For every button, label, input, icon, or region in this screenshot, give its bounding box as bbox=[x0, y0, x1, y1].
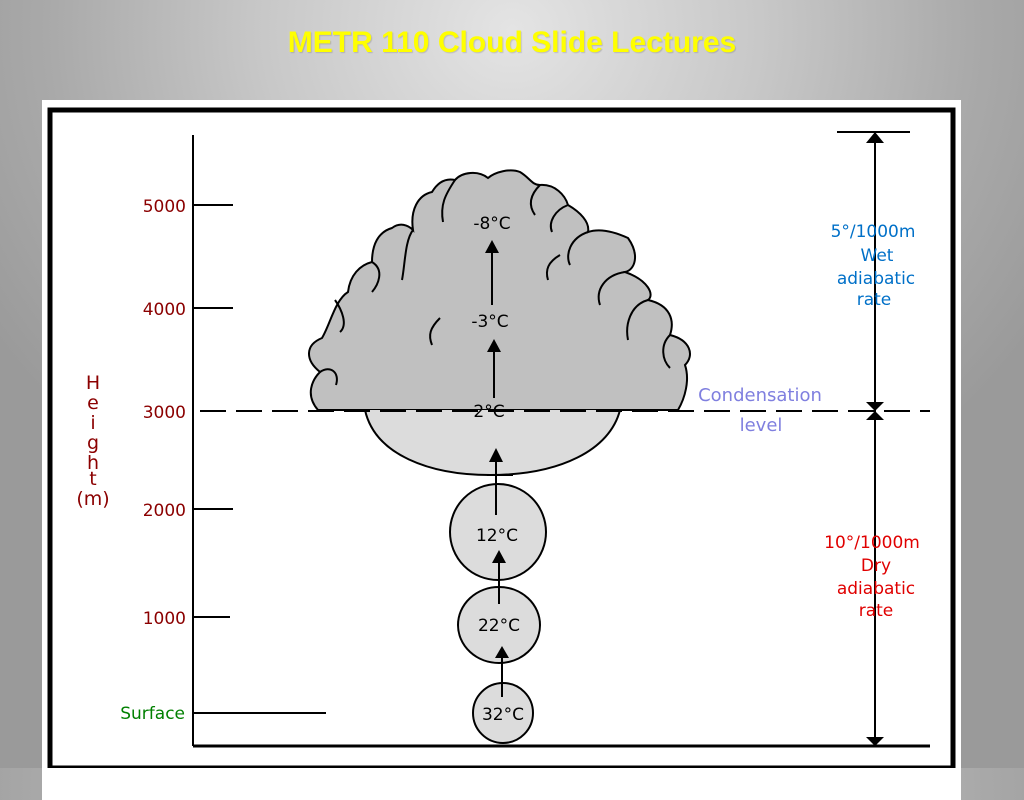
axis-title-letter: g bbox=[87, 432, 99, 454]
axis-title-letter: e bbox=[87, 392, 99, 414]
condensation-label-line1: Condensation bbox=[698, 385, 822, 406]
temp-label-32c: 32°C bbox=[482, 705, 524, 725]
ascent-arrows bbox=[485, 240, 513, 697]
axis-title-unit: (m) bbox=[76, 488, 109, 510]
tick-label-2000: 2000 bbox=[143, 501, 186, 521]
axis-title-letter: t bbox=[89, 468, 96, 490]
dry-rate-word: Dry bbox=[861, 556, 891, 576]
tick-label-surface: Surface bbox=[120, 704, 185, 724]
dry-rate-value: 10°/1000m bbox=[824, 533, 920, 553]
tick-label-4000: 4000 bbox=[143, 300, 186, 320]
temp-label-neg3c: -3°C bbox=[471, 312, 508, 332]
slide-title: METR 110 Cloud Slide Lectures bbox=[287, 26, 737, 59]
temp-label-12c: 12°C bbox=[476, 526, 518, 546]
axis-title-letter: h bbox=[87, 452, 99, 474]
rate-dimension-line bbox=[837, 131, 910, 746]
tick-label-1000: 1000 bbox=[143, 609, 186, 629]
wet-rate-adiabatic: adiabatic bbox=[837, 269, 915, 289]
wet-rate-rate: rate bbox=[857, 290, 892, 310]
adiabatic-cloud-diagram: 5000 4000 3000 2000 1000 Surface H e i g… bbox=[47, 107, 956, 768]
temp-label-2c: 2°C bbox=[473, 402, 504, 422]
tick-label-3000: 3000 bbox=[143, 403, 186, 423]
dry-rate-rate: rate bbox=[859, 601, 894, 621]
temp-label-22c: 22°C bbox=[478, 616, 520, 636]
wet-rate-value: 5°/1000m bbox=[831, 222, 916, 242]
cumulus-cloud bbox=[308, 169, 691, 411]
temp-label-neg8c: -8°C bbox=[473, 214, 510, 234]
axis-title-letter: H bbox=[86, 372, 100, 394]
condensation-label-line2: level bbox=[740, 415, 783, 436]
dry-rate-adiabatic: adiabatic bbox=[837, 579, 915, 599]
wet-rate-word: Wet bbox=[861, 246, 894, 266]
cloud-detail-lines bbox=[319, 179, 671, 386]
tick-label-5000: 5000 bbox=[143, 197, 186, 217]
y-axis-ticks bbox=[193, 204, 326, 714]
axis-title-letter: i bbox=[90, 412, 95, 434]
figure-frame: 5000 4000 3000 2000 1000 Surface H e i g… bbox=[42, 100, 961, 800]
